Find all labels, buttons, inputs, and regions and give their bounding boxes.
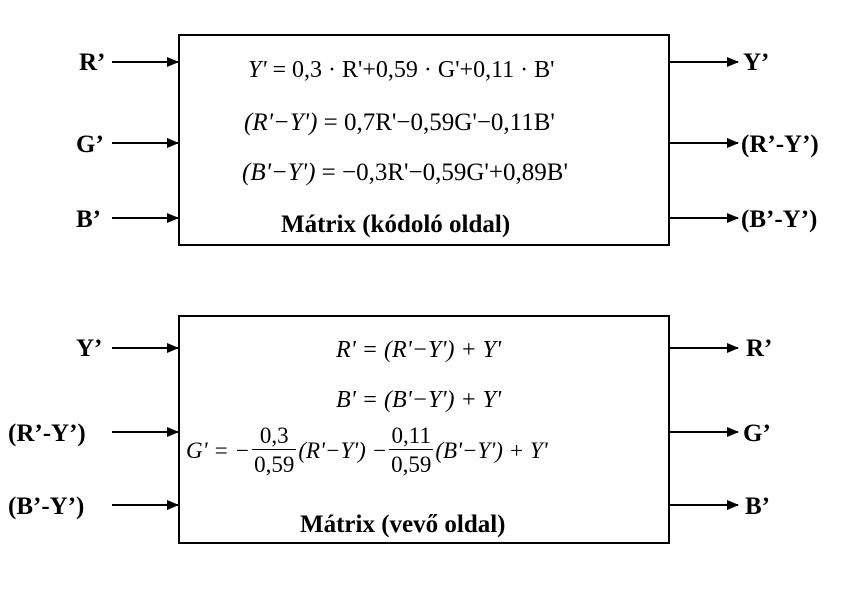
frac2-denominator: 0,59 <box>391 452 432 477</box>
decoder-input-y: Y’ <box>76 335 103 362</box>
decoder-input-ry: (R’-Y’) <box>8 420 86 447</box>
encoder-output-ry: (R’-Y’) <box>741 131 819 158</box>
decoder-equation-b: B' = (B'−Y') + Y' <box>336 387 502 413</box>
encoder-output-by: (B’-Y’) <box>741 206 818 233</box>
encoder-equation-ry: (R'−Y') = 0,7R'−0,59G'−0,11B' <box>244 110 555 135</box>
decoder-output-r: R’ <box>746 335 773 362</box>
encoder-input-g: G’ <box>76 131 104 158</box>
frac1-numerator: 0,3 <box>252 424 297 450</box>
decoder-eq3-lhs: G' = − <box>186 437 251 463</box>
frac1-denominator: 0,59 <box>254 452 295 477</box>
decoder-title: Mátrix (vevő oldal) <box>300 511 506 538</box>
encoder-eq3-rhs: = −0,3R'−0,59G'+0,89B' <box>315 159 568 186</box>
frac2-numerator: 0,11 <box>389 424 434 450</box>
decoder-output-b: B’ <box>745 493 770 520</box>
encoder-input-r: R’ <box>79 49 106 76</box>
decoder-eq3-tail: (B'−Y') + Y' <box>435 437 548 463</box>
encoder-eq2-rhs: = 0,7R'−0,59G'−0,11B' <box>317 109 555 136</box>
encoder-input-b: B’ <box>76 206 101 233</box>
fraction-0-11-over-0-59: 0,11 0,59 <box>389 424 434 477</box>
encoder-eq3-lhs: (B'−Y') <box>242 159 316 186</box>
decoder-matrix-box <box>178 315 670 544</box>
encoder-equation-y: Y' = 0,3 · R'+0,59 · G'+0,11 · B' <box>248 58 555 82</box>
decoder-input-by: (B’-Y’) <box>8 493 85 520</box>
encoder-title: Mátrix (kódoló oldal) <box>281 211 511 238</box>
decoder-eq3-mid: (R'−Y') − <box>298 437 388 463</box>
decoder-output-g: G’ <box>743 420 771 447</box>
encoder-eq2-lhs: (R'−Y') <box>244 109 318 136</box>
encoder-eq1-rhs: = 0,3 · R'+0,59 · G'+0,11 · B' <box>266 57 555 83</box>
decoder-equation-g: G' = − 0,3 0,59 (R'−Y') − 0,11 0,59 (B'−… <box>186 424 548 476</box>
encoder-equation-by: (B'−Y') = −0,3R'−0,59G'+0,89B' <box>242 160 568 185</box>
encoder-output-y: Y’ <box>743 49 770 76</box>
fraction-0-3-over-0-59: 0,3 0,59 <box>252 424 297 477</box>
decoder-equation-r: R' = (R'−Y') + Y' <box>336 337 502 363</box>
encoder-matrix-box <box>178 34 670 246</box>
encoder-eq1-lhs: Y' <box>248 57 267 83</box>
